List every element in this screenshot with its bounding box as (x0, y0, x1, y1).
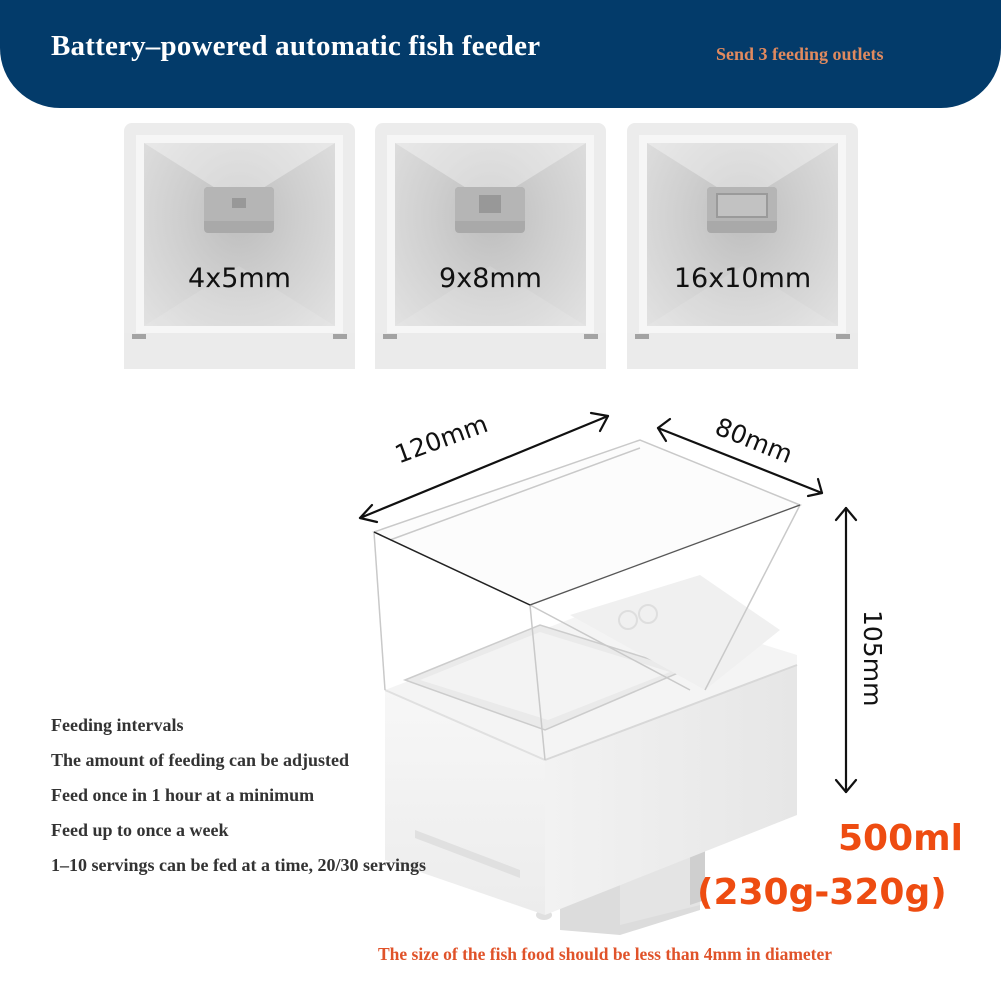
outlet-size-label: 16x10mm (673, 263, 812, 294)
outlet-hole (479, 195, 501, 213)
outlet-size-label: 4x5mm (188, 263, 291, 294)
outlet-hole (716, 193, 768, 218)
food-size-note: The size of the fish food should be less… (378, 944, 833, 964)
header-subtitle: Send 3 feeding outlets (716, 44, 884, 64)
header-banner: Battery–powered automatic fish feeder Se… (0, 0, 1001, 108)
feature-item: Feed up to once a week (51, 820, 229, 840)
outlet-hole-frame (707, 187, 777, 233)
feature-item: 1–10 servings can be fed at a time, 20/3… (51, 855, 426, 875)
outlet-hole (232, 198, 246, 208)
feeding-outlet-medium: 9x8mm (375, 123, 606, 369)
feature-item: Feed once in 1 hour at a minimum (51, 785, 315, 805)
height-dimension-label: 105mm (858, 610, 887, 707)
outlet-hole-frame (455, 187, 525, 233)
outlet-funnel-image (647, 143, 838, 326)
outlet-size-label: 9x8mm (439, 263, 542, 294)
outlet-hole-frame (204, 187, 274, 233)
outlet-funnel-image (395, 143, 586, 326)
outlet-funnel-image (144, 143, 335, 326)
feature-item: Feeding intervals (51, 715, 184, 735)
feeding-outlet-small: 4x5mm (124, 123, 355, 369)
feature-item: The amount of feeding can be adjusted (51, 750, 350, 770)
page-title: Battery–powered automatic fish feeder (51, 30, 541, 62)
capacity-weight-range: (230g-320g) (697, 872, 947, 913)
feeding-outlet-large: 16x10mm (627, 123, 858, 369)
capacity-volume: 500ml (838, 818, 963, 859)
